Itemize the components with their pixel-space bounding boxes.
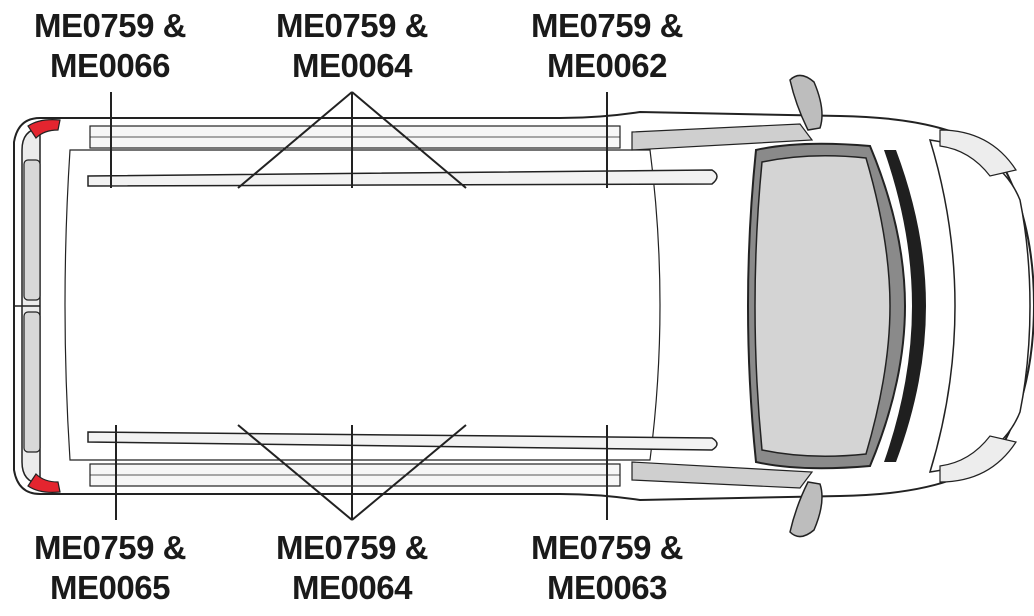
label-bottom-center: ME0759 & ME0064 [242, 528, 462, 608]
label-bottom-right: ME0759 & ME0063 [497, 528, 717, 608]
roof-panel [64, 149, 661, 461]
pointers-bottom [115, 424, 608, 521]
label-top-center-line2: ME0064 [292, 47, 412, 84]
a-pillar [884, 150, 926, 462]
label-bottom-left: ME0759 & ME0065 [0, 528, 220, 608]
side-window-bottom [631, 461, 814, 489]
side-window-top [631, 123, 814, 151]
rear-window-top [23, 159, 41, 301]
label-top-left: ME0759 & ME0066 [0, 6, 220, 86]
label-bottom-center-line2: ME0064 [292, 569, 412, 606]
mirror-bottom [789, 481, 823, 538]
mirror-top [789, 74, 823, 131]
label-top-right-line2: ME0062 [547, 47, 667, 84]
rear-lamp-left [27, 119, 61, 139]
label-bottom-right-line2: ME0063 [547, 569, 667, 606]
label-top-center: ME0759 & ME0064 [242, 6, 462, 86]
roof-rail-bottom [87, 431, 718, 451]
headlamp-top [939, 129, 1017, 177]
label-top-left-line2: ME0066 [50, 47, 170, 84]
label-bottom-center-line1: ME0759 & [276, 529, 428, 566]
windscreen-glass [754, 155, 891, 457]
rear-lamp-right [27, 473, 61, 493]
pointers-top [110, 91, 608, 189]
label-bottom-left-line1: ME0759 & [34, 529, 186, 566]
label-top-right: ME0759 & ME0062 [497, 6, 717, 86]
rear-window-bottom [23, 311, 41, 453]
headlamp-bottom [939, 435, 1017, 483]
label-top-right-line1: ME0759 & [531, 7, 683, 44]
label-bottom-right-line1: ME0759 & [531, 529, 683, 566]
bonnet [928, 139, 1031, 473]
label-top-center-line1: ME0759 & [276, 7, 428, 44]
label-bottom-left-line2: ME0065 [50, 569, 170, 606]
label-top-left-line1: ME0759 & [34, 7, 186, 44]
